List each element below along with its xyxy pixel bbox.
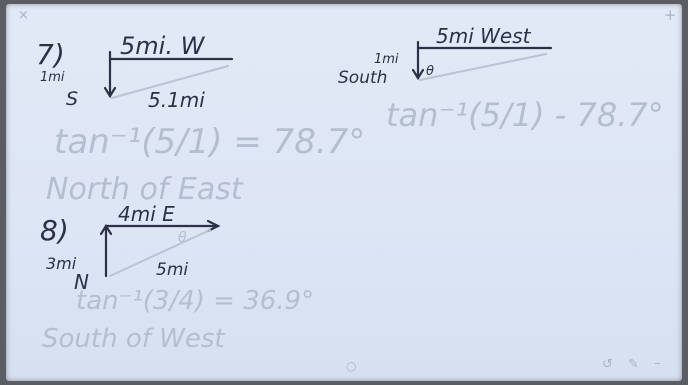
p8-tan-expression: tan⁻¹(3/4) = 36.9° — [76, 286, 315, 316]
p8-north-arrowhead — [99, 223, 113, 236]
whiteboard-canvas[interactable]: × + 7) 5mi. W 1mi S 5.1mi tan⁻¹(5/1) = 7… — [6, 4, 682, 381]
p7-tan-expression: tan⁻¹(5/1) = 78.7° — [54, 122, 366, 162]
p7-resultant-vector — [111, 65, 229, 99]
pen-icon[interactable]: ✎ — [628, 357, 639, 372]
close-icon[interactable]: × — [18, 8, 29, 23]
p7alt-west-label: 5mi West — [436, 24, 531, 48]
p7-number: 7) — [36, 38, 65, 71]
p7-south-arrowhead — [103, 86, 117, 99]
p7-west-label: 5mi. W — [120, 32, 205, 60]
minimize-icon[interactable]: – — [654, 356, 661, 371]
p7-resultant-label: 5.1mi — [148, 88, 205, 112]
p7alt-south-label-bottom: South — [338, 68, 388, 88]
vector-drawings — [99, 40, 553, 278]
p7alt-angle-mark: θ — [426, 64, 434, 79]
add-icon[interactable]: + — [664, 6, 677, 24]
p8-resultant-vector — [109, 229, 211, 277]
p8-resultant-label: 5mi — [156, 260, 189, 280]
p8-direction: South of West — [42, 324, 225, 354]
p7alt-south-arrowhead — [411, 68, 425, 81]
p7alt-south-label-top: 1mi — [374, 52, 399, 67]
p7-direction: North of East — [46, 172, 243, 207]
page-indicator-dot[interactable]: ○ — [346, 359, 357, 373]
undo-icon[interactable]: ↺ — [602, 357, 613, 372]
p7alt-resultant-vector — [419, 53, 547, 81]
p8-angle-mark: θ — [178, 230, 187, 246]
p8-east-arrowhead — [206, 219, 221, 233]
p7-south-label-bottom: S — [66, 88, 79, 110]
p8-number: 8) — [40, 214, 69, 247]
p8-east-label: 4mi E — [118, 202, 175, 226]
p7alt-tan-expression: tan⁻¹(5/1) - 78.7° — [386, 96, 664, 134]
p7-south-label-top: 1mi — [40, 70, 65, 85]
p8-north-label-top: 3mi — [46, 254, 77, 273]
p8-north-label-bottom: N — [74, 270, 89, 294]
